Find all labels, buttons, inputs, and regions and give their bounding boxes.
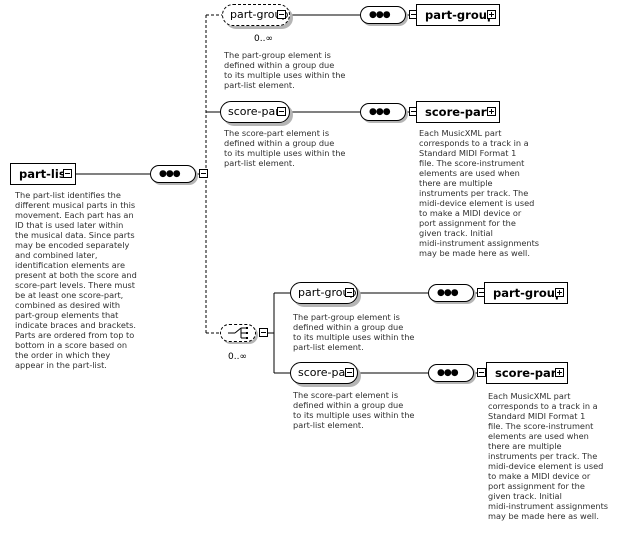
score-part-label: score-part [228, 105, 285, 118]
choice-score-part-sequence-compositor[interactable]: ●●● [428, 364, 486, 382]
expand-icon[interactable] [555, 288, 564, 297]
collapse-icon[interactable] [63, 169, 72, 178]
sequence-compositor[interactable]: ●●● [150, 165, 208, 183]
expand-icon[interactable] [555, 368, 564, 377]
choice-part-group-group-ref[interactable]: part-group [290, 282, 358, 304]
choice-icon [228, 327, 248, 339]
choice-score-part-description: The score-part element is defined within… [293, 390, 415, 430]
choice-score-part-element-description: Each MusicXML part corresponds to a trac… [488, 391, 609, 521]
choice-compositor[interactable] [220, 324, 268, 342]
choice-occurrence: 0..∞ [228, 352, 247, 362]
part-group-group-ref[interactable]: part-group [222, 4, 290, 26]
expand-icon[interactable] [487, 10, 496, 19]
collapse-icon[interactable] [259, 328, 268, 337]
collapse-icon[interactable] [345, 288, 354, 297]
sequence-icon: ●●● [366, 10, 393, 20]
sequence-icon: ●●● [434, 368, 461, 378]
part-group-sequence-compositor[interactable]: ●●● [360, 6, 418, 24]
choice-part-group-sequence-compositor[interactable]: ●●● [428, 284, 486, 302]
collapse-icon[interactable] [199, 169, 208, 178]
collapse-icon[interactable] [477, 368, 486, 377]
choice-score-part-element[interactable]: score-part [486, 362, 568, 384]
score-part-description: The score-part element is defined within… [224, 128, 346, 168]
expand-icon[interactable] [487, 107, 496, 116]
collapse-icon[interactable] [277, 10, 286, 19]
part-list-description: The part-list identifies the different m… [15, 190, 137, 370]
part-group-occurrence: 0..∞ [254, 34, 273, 44]
score-part-element-label: score-part [425, 105, 492, 119]
score-part-element-description: Each MusicXML part corresponds to a trac… [419, 128, 540, 258]
collapse-icon[interactable] [345, 368, 354, 377]
choice-part-group-element-label: part-group [493, 286, 564, 300]
sequence-icon: ●●● [366, 107, 393, 117]
score-part-sequence-compositor[interactable]: ●●● [360, 103, 418, 121]
part-group-label: part-group [230, 8, 289, 21]
part-group-element[interactable]: part-group [416, 4, 500, 26]
choice-score-part-element-label: score-part [495, 366, 562, 380]
part-list-element[interactable]: part-list [10, 163, 76, 185]
choice-part-group-element[interactable]: part-group [484, 282, 568, 304]
choice-score-part-group-ref[interactable]: score-part [290, 362, 358, 384]
choice-part-group-description: The part-group element is defined within… [293, 312, 415, 352]
choice-part-group-label: part-group [298, 286, 357, 299]
part-group-description: The part-group element is defined within… [224, 50, 346, 90]
sequence-icon: ●●● [434, 288, 461, 298]
part-list-label: part-list [19, 167, 72, 181]
sequence-icon: ●●● [156, 169, 183, 179]
part-group-element-label: part-group [425, 8, 496, 22]
score-part-element[interactable]: score-part [416, 101, 500, 123]
score-part-group-ref[interactable]: score-part [220, 101, 290, 123]
collapse-icon[interactable] [277, 107, 286, 116]
choice-score-part-label: score-part [298, 366, 355, 379]
